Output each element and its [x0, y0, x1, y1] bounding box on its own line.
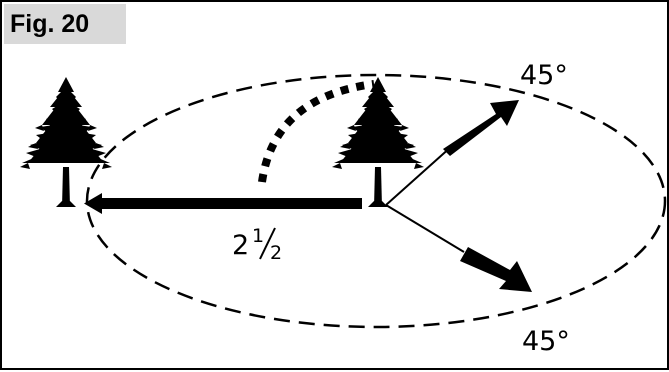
distance-label-whole: 2 — [232, 230, 249, 261]
tree-icon — [20, 77, 112, 207]
figure-label: Fig. 20 — [4, 4, 126, 44]
angle-line-lower — [385, 204, 465, 253]
angle-line-upper — [385, 145, 453, 206]
dotted-arc — [258, 80, 375, 183]
tree-icon — [332, 77, 424, 207]
distance-label-numerator: 1 — [252, 225, 264, 247]
arrow-icon — [443, 100, 519, 156]
angle-label-bottom: 45° — [522, 326, 570, 357]
dashed-ellipse — [85, 73, 667, 329]
angle-label-top: 45° — [520, 60, 568, 91]
fraction-slash — [259, 227, 276, 260]
distance-label-denominator: 2 — [270, 242, 282, 264]
arrow-icon — [460, 247, 532, 292]
arrow-icon — [84, 193, 362, 214]
